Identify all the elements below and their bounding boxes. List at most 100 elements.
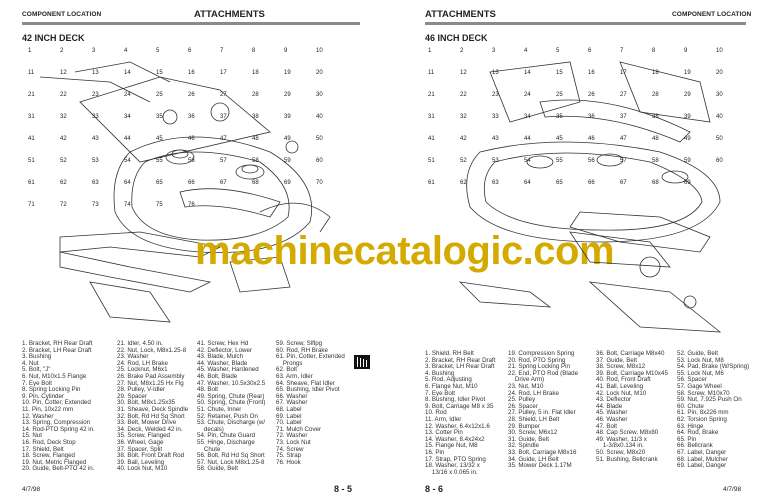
callout-number: 37	[220, 114, 227, 120]
part-list-item: 16. Pin	[425, 448, 445, 456]
part-list-item: 18. Washer, 13/32 x 13/16 x 0.065 in.	[425, 462, 480, 476]
part-list-item: 20. Guide, Belt-PTO 42 in.	[22, 465, 95, 473]
callout-number: 53	[492, 158, 499, 164]
callout-number: 38	[652, 114, 659, 120]
callout-number: 61	[28, 180, 35, 186]
callout-number: 52	[60, 158, 67, 164]
callout-number: 64	[524, 180, 531, 186]
part-list-item: 7. Eye Bolt	[425, 389, 455, 397]
part-list-item: 72. Washer	[276, 432, 308, 440]
part-list-item: 52. Guide, Belt	[677, 350, 718, 357]
callout-number: 30	[316, 92, 323, 98]
part-list-item: 41. Screw, Hex Hd	[197, 340, 249, 347]
callout-number: 17	[620, 70, 627, 76]
part-list-item: 49. Spring, Chute (Rear)	[197, 392, 265, 400]
part-list-item: 39. Bolt, Carriage M10x45	[596, 369, 668, 377]
part-list-item: 3. Bushing	[22, 353, 52, 361]
part-list-item: 25. Pulley	[508, 396, 536, 404]
callout-number: 67	[620, 180, 627, 186]
part-list-item: 15. Flange Nut, M8	[425, 442, 478, 450]
part-list-item: 66. Bellcrank	[677, 442, 713, 450]
callout-number: 2	[460, 48, 464, 54]
part-list-item: 54. Pad, Brake (W/Spring)	[677, 363, 750, 371]
part-list-item: 1. Bracket, RH Rear Draft	[22, 340, 93, 347]
part-list-item: 37. Spacer, Split	[117, 445, 163, 453]
part-list-item: 25. Locknut, M6x1	[117, 366, 168, 374]
part-list-item: 11. Arm, Idler	[425, 415, 462, 423]
part-list-item: 17. Strap, PTO Spring	[425, 455, 486, 463]
callout-number: 72	[60, 202, 67, 208]
part-list-item: 47. Washer, 10.5x30x2.5	[197, 379, 266, 387]
book-spiral-icon	[354, 355, 370, 369]
part-list-item: 50. Spring, Chute (Front)	[197, 399, 266, 407]
callout-number: 58	[652, 158, 659, 164]
callout-number: 70	[316, 180, 323, 186]
part-list-item: 40. Rod, Front Draft	[596, 376, 651, 384]
callout-number: 24	[524, 92, 531, 98]
callout-number: 65	[156, 180, 163, 186]
part-list-item: 6. Flange Nut, M10	[425, 382, 478, 390]
callout-number: 68	[252, 180, 259, 186]
callout-number: 31	[428, 114, 435, 120]
callout-number: 17	[220, 70, 227, 76]
callout-number: 51	[28, 158, 35, 164]
callout-number: 5	[556, 48, 560, 54]
left-page-title: 42 INCH DECK	[22, 33, 85, 43]
part-list-item: 70. Label	[276, 419, 302, 427]
callout-number: 43	[92, 136, 99, 142]
callout-number: 3	[92, 48, 96, 54]
part-list-item: 58. Guide, Belt	[197, 465, 238, 473]
callout-number: 63	[92, 180, 99, 186]
callout-number: 12	[60, 70, 67, 76]
part-list-item: 43. Blade, Mulch	[197, 353, 244, 361]
callout-number: 68	[652, 180, 659, 186]
callout-number: 13	[92, 70, 99, 76]
part-list-item: 48. Bolt	[197, 386, 218, 394]
part-list-item: 7. Eye Bolt	[22, 379, 52, 387]
callout-number: 27	[220, 92, 227, 98]
part-list-item: 69. Label	[276, 412, 302, 420]
callout-number: 10	[316, 48, 323, 54]
part-list-item: 10. Pin, Cotter, Extended	[22, 399, 91, 407]
callout-number: 1	[428, 48, 432, 54]
part-list-item: 67. Label, Danger	[677, 448, 727, 456]
callout-number: 18	[252, 70, 259, 76]
part-list-item: 21. Idler, 4.50 in.	[117, 340, 163, 347]
callout-number: 32	[460, 114, 467, 120]
callout-number: 35	[556, 114, 563, 120]
part-list-item: 61. Pin, Cotter, Extended Prongs	[276, 353, 345, 367]
part-list-item: 53. Lock Nut, M8	[677, 356, 724, 364]
part-list-item: 61. Pin, 8x226 mm	[677, 409, 729, 417]
part-list-item: 73. Lock Nut	[276, 438, 311, 446]
callout-number: 54	[524, 158, 531, 164]
callout-number: 13	[492, 70, 499, 76]
callout-number: 59	[684, 158, 691, 164]
part-list-item: 35. Mower Deck 1.17M	[508, 462, 572, 470]
part-list-item: 14. Rod-PTO Spring 42 in.	[22, 425, 95, 433]
part-list-item: 27. Pulley, 5 in. Flat Idler	[508, 409, 576, 417]
part-list-item: 8. Bushing, Idler Pivot	[425, 396, 486, 404]
callout-number: 52	[460, 158, 467, 164]
callout-number: 25	[556, 92, 563, 98]
callout-number: 76	[188, 202, 195, 208]
part-list-item: 23. Nut, M10	[508, 382, 544, 390]
part-list-item: 33. Belt, Mower Drive	[117, 419, 177, 427]
callout-number: 29	[684, 92, 691, 98]
callout-number: 36	[188, 114, 195, 120]
part-list-item: 68. Label, Mulcher	[677, 455, 728, 463]
part-list-item: 55. Lock Nut, M6	[677, 369, 724, 377]
part-list-item: 29. Bumper	[508, 422, 540, 430]
callout-number: 62	[460, 180, 467, 186]
callout-number: 56	[588, 158, 595, 164]
part-list-item: 59. Screw, Slflpg	[276, 340, 323, 347]
part-list-item: 14. Washer, 8.4x24x2	[425, 435, 485, 443]
part-list-item: 54. Pin, Chute Guard	[197, 432, 256, 440]
part-list-item: 53. Chute, Discharge (w/ decals)	[197, 419, 266, 433]
callout-number: 44	[124, 136, 131, 142]
callout-number: 7	[220, 48, 224, 54]
right-page-title: 46 INCH DECK	[425, 33, 488, 43]
callout-number: 22	[460, 92, 467, 98]
part-list-item: 46. Bolt, Blade	[197, 372, 238, 380]
